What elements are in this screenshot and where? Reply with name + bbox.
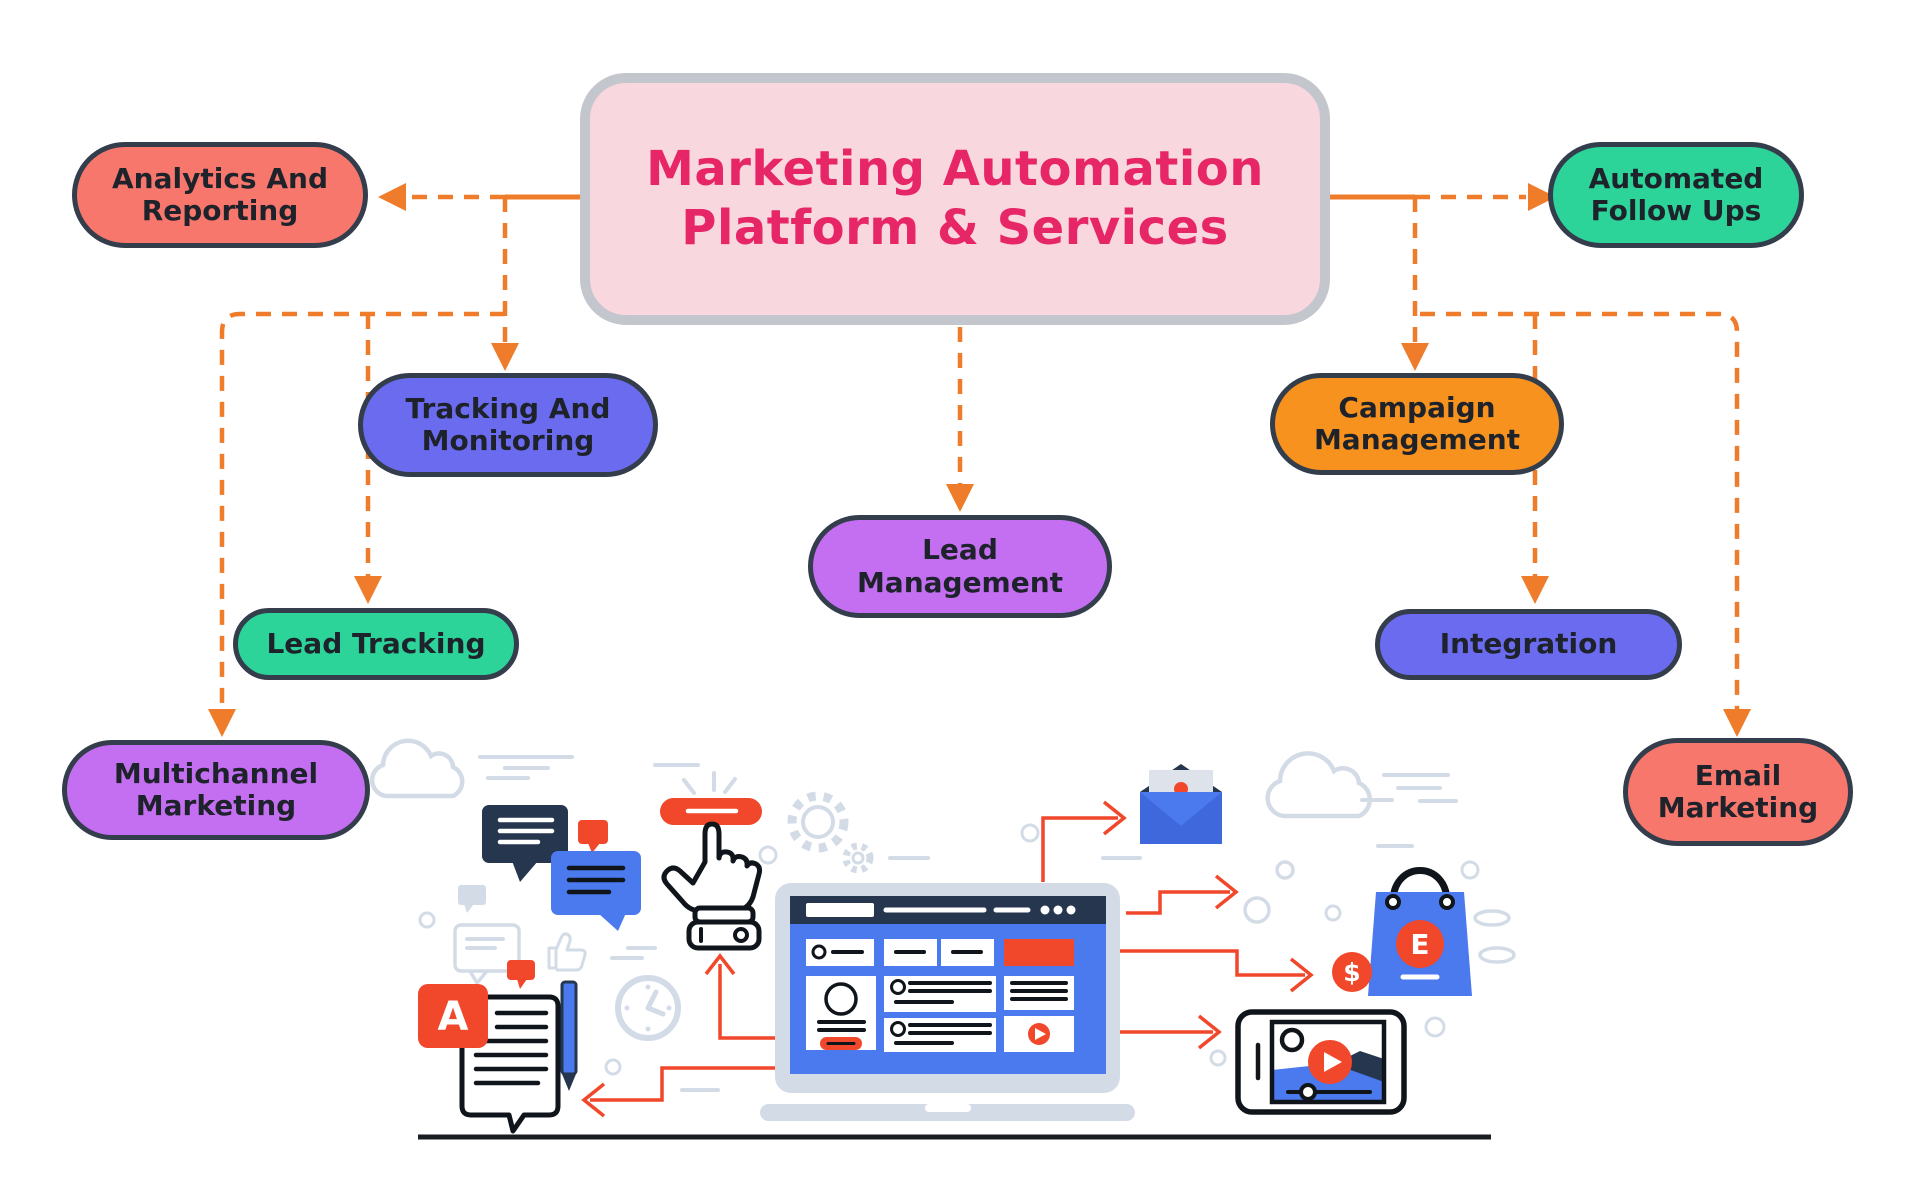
connector-title-to-automated (1330, 183, 1556, 211)
thumbs-up-icon (547, 932, 587, 972)
connector-title-to-analytics (378, 183, 580, 211)
dollar-coin-icon: $ (1332, 952, 1372, 992)
letter-badge-icon: A (418, 984, 488, 1048)
node-campaign-management: Campaign Management (1270, 373, 1564, 475)
connector-title-to-campaign (1401, 197, 1429, 371)
node-tracking-and-monitoring: Tracking And Monitoring (358, 373, 658, 477)
pencil-icon (560, 980, 578, 1091)
cloud-icon (1265, 751, 1373, 819)
video-phone-icon (1235, 1009, 1407, 1115)
chat-bubble-gray-icon (458, 885, 486, 913)
node-lead-management: Lead Management (808, 515, 1112, 618)
gear-icon (787, 791, 874, 874)
coin-symbol: $ (1343, 958, 1360, 987)
node-multichannel-marketing: Multichannel Marketing (62, 740, 370, 840)
bag-letter-badge: E (1410, 928, 1429, 961)
shopping-bag-icon: E (1368, 867, 1472, 996)
diagram-title: Marketing Automation Platform & Services (580, 73, 1330, 325)
pointer-hand-icon (661, 821, 763, 951)
chat-bubble-red-icon (507, 960, 535, 989)
node-analytics-and-reporting: Analytics And Reporting (72, 142, 368, 248)
open-envelope-icon (1140, 764, 1222, 844)
clock-icon (615, 975, 681, 1041)
node-automated-follow-ups: Automated Follow Ups (1548, 142, 1804, 248)
coins-icon (1473, 909, 1516, 964)
node-integration: Integration (1375, 609, 1682, 680)
connector-title-to-tracking (491, 197, 519, 371)
chat-bubbles-icon (482, 805, 641, 931)
laptop-browser-icon (760, 883, 1135, 1121)
node-lead-tracking: Lead Tracking (233, 608, 519, 680)
click-button-icon (660, 771, 762, 825)
letter-a-badge: A (438, 994, 469, 1040)
cloud-icon (369, 738, 465, 799)
node-email-marketing: Email Marketing (1623, 738, 1853, 846)
connector-title-to-lead-management (946, 327, 974, 512)
chat-bubble-outline-icon (453, 923, 521, 987)
speed-lines (478, 755, 1458, 1092)
